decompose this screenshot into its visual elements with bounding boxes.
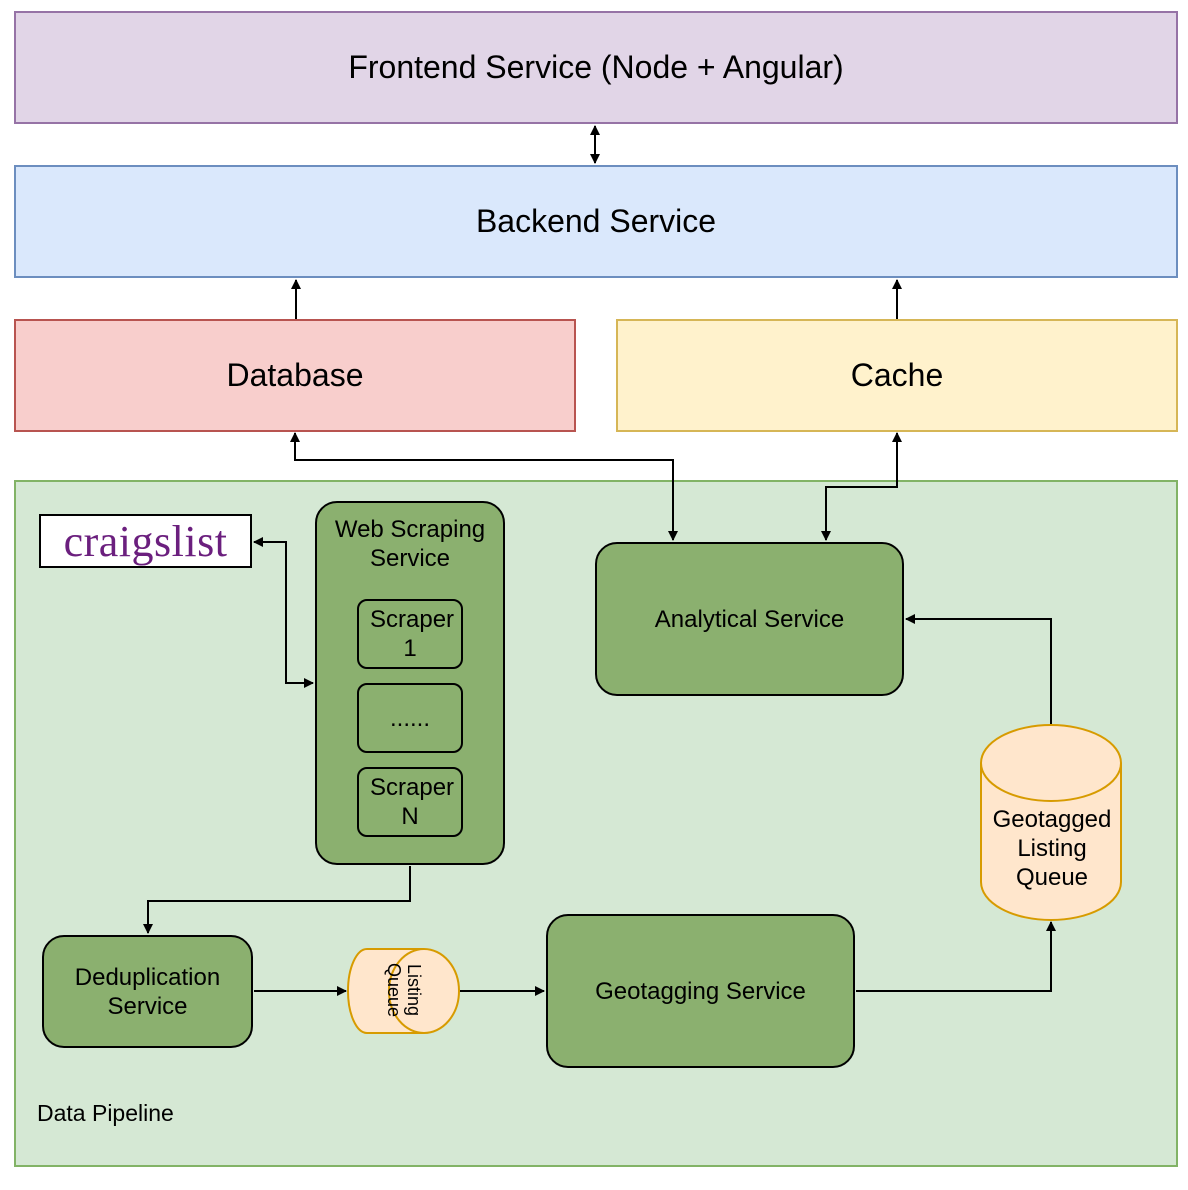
craigslist-logo: craigslist [39,514,252,568]
scraper-1: Scraper 1 [357,599,463,669]
geotagging-service-label: Geotagging Service [595,977,806,1005]
data-pipeline-label: Data Pipeline [37,1100,174,1126]
cache: Cache [616,319,1178,432]
frontend-service: Frontend Service (Node + Angular) [14,11,1178,124]
database-label: Database [226,357,364,393]
frontend-service-label: Frontend Service (Node + Angular) [348,49,844,85]
geotagging-service: Geotagging Service [546,914,855,1068]
scraper-n: Scraper N [357,767,463,837]
analytical-service: Analytical Service [595,542,904,696]
geotagged-queue-cylinder [980,724,1122,921]
scraper-n-label: Scraper N [370,774,455,830]
database: Database [14,319,576,432]
craigslist-scraping-connector [253,537,314,688]
backend-service-label: Backend Service [475,203,717,239]
geotagged-queue-label: Geotagged Listing Queue [992,806,1112,891]
geoqueue-analytical-connector [905,614,1052,724]
cache-analytical-connector [821,432,902,541]
database-analytical-connector [290,432,678,541]
listing-queue-cylinder [347,948,460,1034]
backend-service: Backend Service [14,165,1178,278]
geotagging-geoqueue-connector [856,921,1056,992]
cache-label: Cache [850,357,944,393]
analytical-service-label: Analytical Service [654,605,845,633]
scraper-1-label: Scraper 1 [370,606,455,662]
scraper-ellipsis-label: ...... [389,704,430,732]
scraping-dedup-connector [143,866,411,934]
scraper-ellipsis: ...... [357,683,463,753]
deduplication-service: Deduplication Service [42,935,253,1048]
craigslist-logo-text: craigslist [63,516,228,566]
listing-queue-label: Listing Queue [384,962,424,1018]
deduplication-service-label: Deduplication Service [74,963,221,1020]
